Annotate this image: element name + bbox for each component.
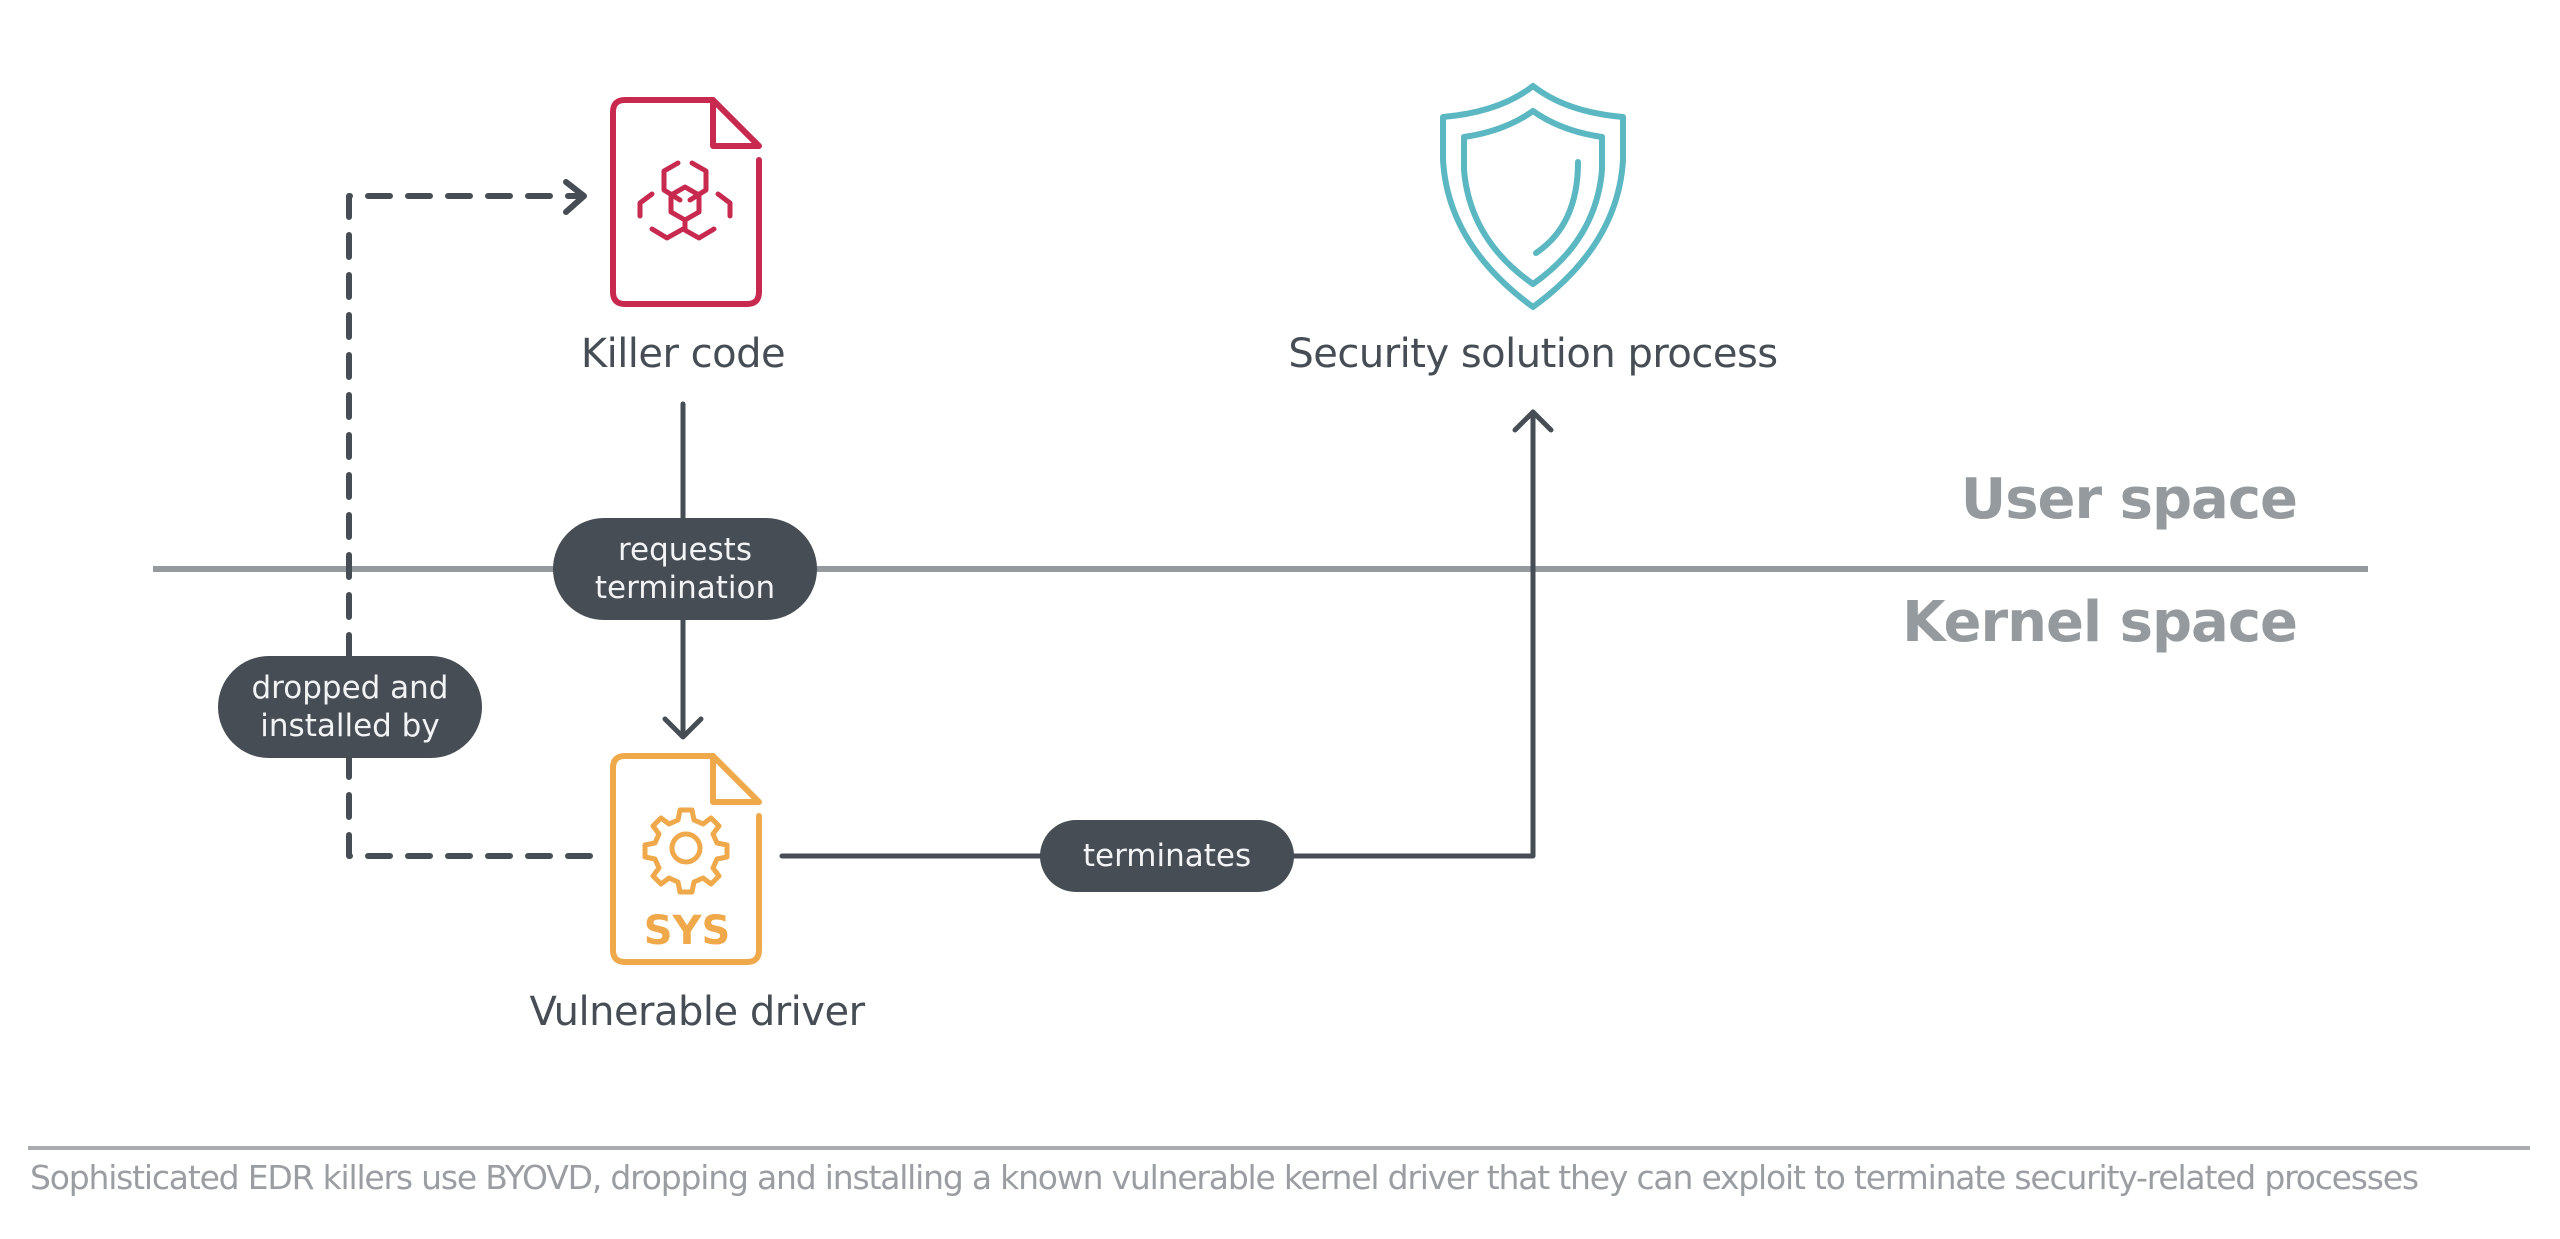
connector [779, 409, 1536, 859]
kernel-space-label: Kernel space [1902, 590, 2298, 655]
dashed-arrowhead [563, 179, 587, 215]
vulnerable-driver-label: Vulnerable driver [529, 989, 865, 1035]
file-fold [710, 97, 762, 149]
gear-icon [642, 807, 730, 895]
biohazard-symbol [637, 160, 733, 241]
security-process-label: Security solution process [1288, 331, 1778, 377]
sys-icon-text: SYS [644, 908, 731, 954]
sys-driver-file-icon [610, 753, 762, 965]
user-space-label: User space [1960, 467, 2298, 532]
shield-highlight [1533, 159, 1581, 256]
arrowhead-up [1512, 409, 1554, 433]
arrowhead-down [662, 716, 704, 740]
figure-caption: Sophisticated EDR killers use BYOVD, dro… [30, 1158, 2419, 1197]
terminates-badge: terminates [1040, 820, 1294, 892]
killer-code-label: Killer code [580, 331, 786, 377]
shield-inner [1461, 108, 1605, 287]
dropped-installed-badge: dropped and installed by [218, 656, 482, 758]
shield-outer [1440, 83, 1626, 310]
dashed-connector [346, 193, 593, 859]
caption-divider [28, 1146, 2530, 1150]
file-outline [610, 753, 762, 965]
requests-termination-badge: requests termination [553, 518, 817, 620]
edge-terminates [779, 409, 1554, 859]
edge-dropped-installed [346, 179, 593, 859]
shield-icon [1440, 83, 1626, 310]
biohazard-file-icon [610, 97, 762, 307]
file-fold [710, 753, 762, 805]
file-outline [610, 97, 762, 307]
